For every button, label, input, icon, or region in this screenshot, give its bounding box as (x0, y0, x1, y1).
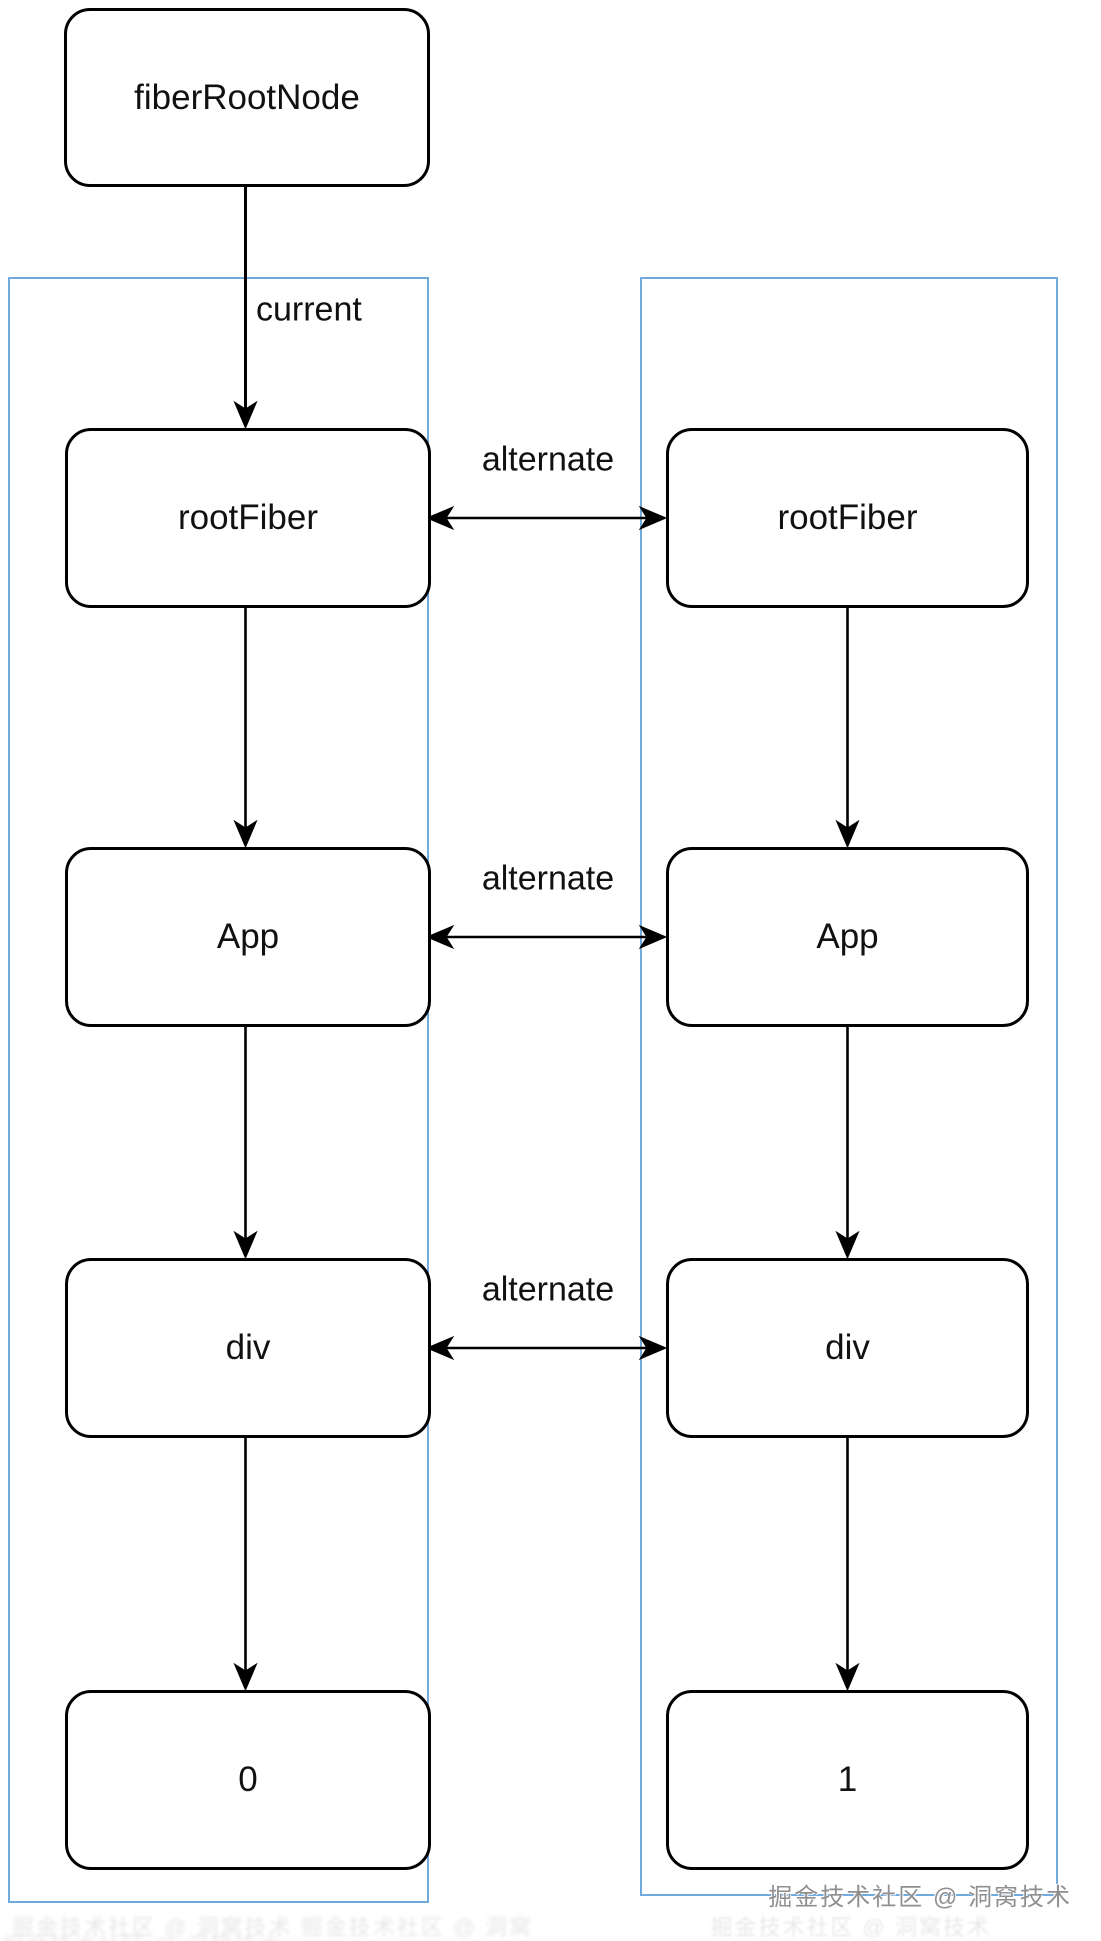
watermark-faint-text-1: 掘金技术社区 @ 洞窝技术 (12, 1915, 293, 1940)
arrow-left-div-leaf (233, 1438, 258, 1692)
watermark-faint-text-2: 掘金技术社区 @ 洞窝技术 (300, 1915, 532, 1940)
node-left-rootfiber: rootFiber (65, 428, 431, 608)
arrow-current (233, 187, 258, 430)
edge-label-alternate-app: alternate (481, 859, 615, 898)
node-left-div: div (65, 1258, 431, 1438)
node-left-leaf-0: 0 (65, 1690, 431, 1870)
node-right-leaf-1: 1 (666, 1690, 1029, 1870)
watermark-faint-row: 掘金技术社区 @ 洞窝技术 掘金技术社区 @ 洞窝技术 (12, 1910, 532, 1941)
edge-label-alternate-div: alternate (481, 1270, 615, 1309)
edge-label-current: current (256, 290, 362, 329)
arrow-right-rootfiber-app (835, 608, 860, 849)
node-right-app: App (666, 847, 1029, 1027)
arrow-left-rootfiber-app (233, 608, 258, 849)
watermark-echo: 掘金技术社区 @ 洞窝技术 (710, 1915, 991, 1940)
arrow-alternate-div (425, 1335, 668, 1361)
current-tree-container (8, 277, 429, 1903)
workinprogress-tree-container (640, 277, 1058, 1896)
arrow-left-app-div (233, 1027, 258, 1260)
arrow-right-app-div (835, 1027, 860, 1260)
watermark-main: 掘金技术社区 @ 洞窝技术 (768, 1884, 1072, 1911)
arrow-right-div-leaf (835, 1438, 860, 1692)
node-right-div: div (666, 1258, 1029, 1438)
arrow-alternate-app (425, 924, 668, 950)
node-left-app: App (65, 847, 431, 1027)
node-fiber-root: fiberRootNode (64, 8, 430, 187)
node-right-rootfiber: rootFiber (666, 428, 1029, 608)
edge-label-alternate-rootfiber: alternate (481, 440, 615, 479)
arrow-alternate-rootfiber (425, 505, 668, 531)
watermark-faint-corner: 掘金技术社区 @ 洞窝技术 (2, 1928, 283, 1941)
